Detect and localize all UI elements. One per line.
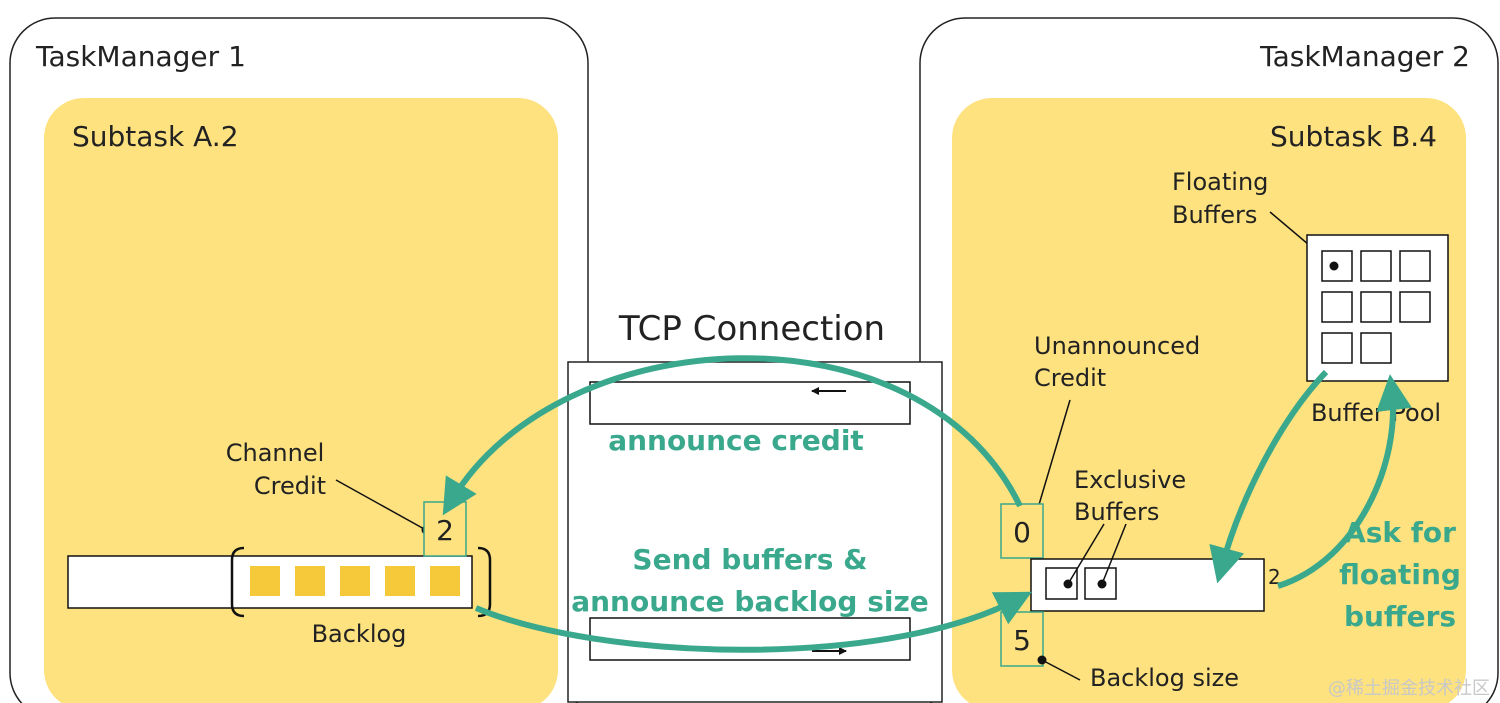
backlog-buffer — [385, 566, 415, 596]
exclusive-buffer-pointer — [1101, 523, 1127, 585]
floating-buffers-pointer-dot — [1329, 261, 1339, 271]
taskmanager1-title: TaskManager 1 — [35, 40, 246, 73]
tcp-lower-channel — [589, 617, 911, 661]
send-buffers-label-line2: announce backlog size — [571, 585, 929, 618]
floating-buffers-label-line1: Floating — [1172, 168, 1268, 196]
tcp-upper-channel — [589, 381, 911, 425]
exclusive-buffers-label-line1: Exclusive — [1074, 466, 1186, 494]
channel-credit-label-line1: Channel — [226, 439, 325, 467]
floating-buffer — [1360, 332, 1392, 364]
unannounced-credit-value: 0 — [1013, 516, 1031, 549]
taskmanager2-title: TaskManager 2 — [1259, 40, 1470, 73]
floating-buffer — [1399, 250, 1431, 282]
buffer-pool-label: Buffer Pool — [1311, 399, 1441, 427]
exclusive-buffer-pointer — [1067, 523, 1105, 585]
floating-buffer — [1399, 291, 1431, 323]
unannounced-credit-value-box — [1000, 503, 1044, 559]
announce-credit-arrow — [442, 355, 1023, 516]
unannounced-credit-label-line1: Unannounced — [1034, 332, 1200, 360]
backlog-buffer — [295, 566, 325, 596]
backlog-buffer — [250, 566, 280, 596]
floating-to-channel-arrow — [1209, 369, 1329, 584]
backlog-size-pointer — [1041, 659, 1081, 681]
backlog-size-pointer-dot — [1037, 655, 1047, 665]
floating-buffer — [1321, 291, 1353, 323]
exclusive-buffer-pointer-dot — [1063, 579, 1073, 589]
channel-credit-pointer — [335, 479, 427, 531]
backlog-size-value: 5 — [1013, 624, 1031, 657]
floating-buffer — [1321, 332, 1353, 364]
ask-floating-label-line3: buffers — [1344, 600, 1456, 633]
backlog-label: Backlog — [312, 620, 407, 648]
ask-floating-label-line1: Ask for — [1344, 516, 1456, 549]
exclusive-buffers-label-line2: Buffers — [1074, 498, 1159, 526]
unannounced-credit-label-line2: Credit — [1034, 364, 1106, 392]
backlog-size-label: Backlog size — [1090, 664, 1239, 692]
floating-buffers-label-line2: Buffers — [1172, 201, 1257, 229]
unannounced-credit-pointer — [1037, 399, 1071, 509]
watermark-text: @稀土掘金技术社区 — [1328, 678, 1490, 699]
channel-credit-label-line2: Credit — [254, 472, 326, 500]
subtask-b4-title: Subtask B.4 — [1270, 120, 1437, 153]
ask-floating-buffers-arrow — [1277, 374, 1412, 589]
backlog-buffer — [430, 566, 460, 596]
backlog-bracket-left — [230, 546, 245, 618]
channel-credit-value: 2 — [436, 514, 454, 547]
backlog-buffer — [340, 566, 370, 596]
tcp-connection-title: TCP Connection — [618, 309, 885, 349]
subtask-a2-title: Subtask A.2 — [72, 120, 239, 153]
floating-buffer — [1360, 291, 1392, 323]
floating-buffer — [1360, 250, 1392, 282]
send-buffers-arrow — [474, 591, 1033, 653]
announce-credit-label: announce credit — [608, 424, 864, 457]
send-buffers-label-line1: Send buffers & — [632, 543, 867, 576]
ask-floating-label-line2: floating — [1339, 558, 1461, 591]
exclusive-buffer-pointer-dot — [1097, 579, 1107, 589]
backlog-bracket-right — [477, 546, 492, 618]
